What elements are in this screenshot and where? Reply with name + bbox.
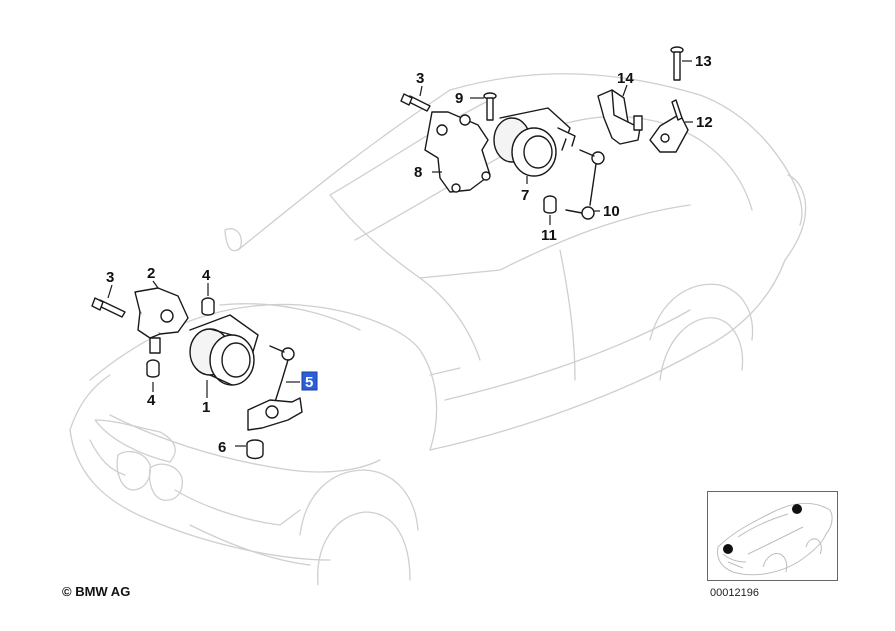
callout-4-front-upper: 4 xyxy=(202,267,211,284)
part-bushing-front-upper xyxy=(201,297,215,316)
locator-car-thumbnail xyxy=(717,503,833,576)
part-linkage-rod-rear xyxy=(565,149,605,220)
callout-14: 14 xyxy=(617,70,634,87)
callout-7: 7 xyxy=(521,187,529,204)
locator-marker-rear xyxy=(792,504,802,514)
callout-11: 11 xyxy=(541,227,557,244)
callout-5-highlight[interactable]: 5 xyxy=(301,371,318,391)
part-bracket-rear xyxy=(424,111,491,193)
part-angle-bracket xyxy=(597,89,643,145)
callout-9: 9 xyxy=(455,90,463,107)
callout-labels: 2 3 4 4 1 5 6 8 3 9 7 10 11 12 13 14 xyxy=(106,53,713,456)
copyright-notice: © BMW AG xyxy=(62,584,131,599)
callout-13: 13 xyxy=(695,53,712,70)
callout-1: 1 xyxy=(202,399,210,416)
part-bolt-front xyxy=(91,297,126,318)
callout-highlight-box xyxy=(301,371,318,391)
callout-10: 10 xyxy=(603,203,620,220)
callout-8: 8 xyxy=(414,164,422,181)
leader-lines xyxy=(107,60,693,447)
part-level-sensor-front xyxy=(189,314,259,386)
part-bolt-rear xyxy=(400,93,431,112)
part-bolt-9 xyxy=(483,92,497,121)
part-bushing-front-lower xyxy=(146,359,160,378)
part-bolt-13 xyxy=(670,46,684,81)
locator-marker-front xyxy=(723,544,733,554)
callout-5[interactable]: 5 xyxy=(305,374,313,391)
callout-2: 2 xyxy=(147,265,155,282)
part-clamp xyxy=(649,99,689,153)
part-linkage-rod-front xyxy=(247,345,303,431)
part-bushing-rear xyxy=(543,195,557,214)
callout-6: 6 xyxy=(218,439,226,456)
callout-3-rear: 3 xyxy=(416,70,424,87)
callout-3-front: 3 xyxy=(106,269,114,286)
part-grommet-front xyxy=(246,439,264,460)
callout-4-front-lower: 4 xyxy=(147,392,156,409)
diagram-number: 00012196 xyxy=(710,587,759,599)
part-bracket-front xyxy=(134,287,189,354)
callout-12: 12 xyxy=(696,114,713,131)
locator-inset xyxy=(707,491,838,581)
part-level-sensor-rear xyxy=(493,107,576,177)
